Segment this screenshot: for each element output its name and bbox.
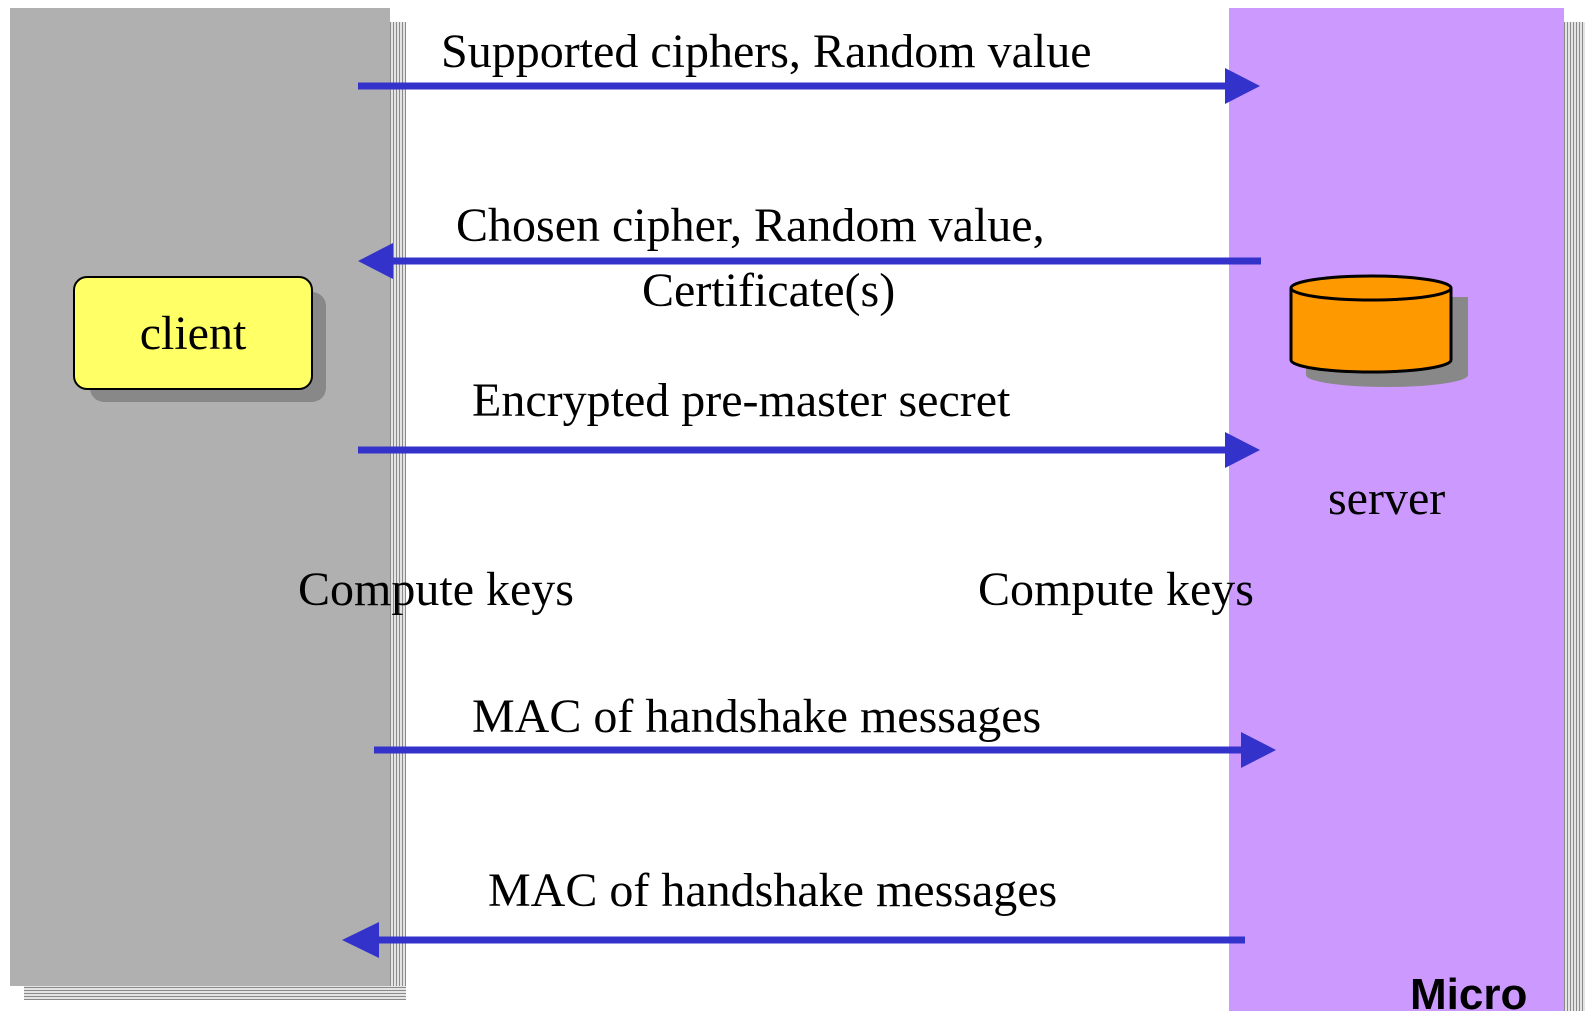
client-box: client: [73, 276, 313, 390]
message-5-label: MAC of handshake messages: [488, 864, 1058, 917]
arrow-3: [358, 432, 1260, 468]
arrow-4: [374, 732, 1276, 768]
message-4-label: MAC of handshake messages: [472, 690, 1042, 743]
client-column-shadow-bottom: [24, 986, 406, 1000]
arrow-2: [358, 243, 1261, 279]
server-compute-keys: Compute keys: [978, 563, 1254, 616]
watermark-text: Micro: [1410, 970, 1528, 1019]
message-2-label-line2: Certificate(s): [642, 264, 896, 317]
arrow-1: [358, 68, 1260, 104]
arrow-5: [342, 922, 1245, 958]
server-column: [1229, 8, 1564, 1011]
database-body: [1289, 274, 1453, 374]
message-1-label: Supported ciphers, Random value: [441, 25, 1092, 78]
client-label: client: [139, 306, 247, 360]
server-label: server: [1328, 472, 1446, 525]
message-2-label: Chosen cipher, Random value,: [456, 199, 1045, 252]
message-3-label: Encrypted pre-master secret: [472, 374, 1011, 427]
client-column: [10, 8, 390, 986]
client-compute-keys: Compute keys: [298, 563, 574, 616]
